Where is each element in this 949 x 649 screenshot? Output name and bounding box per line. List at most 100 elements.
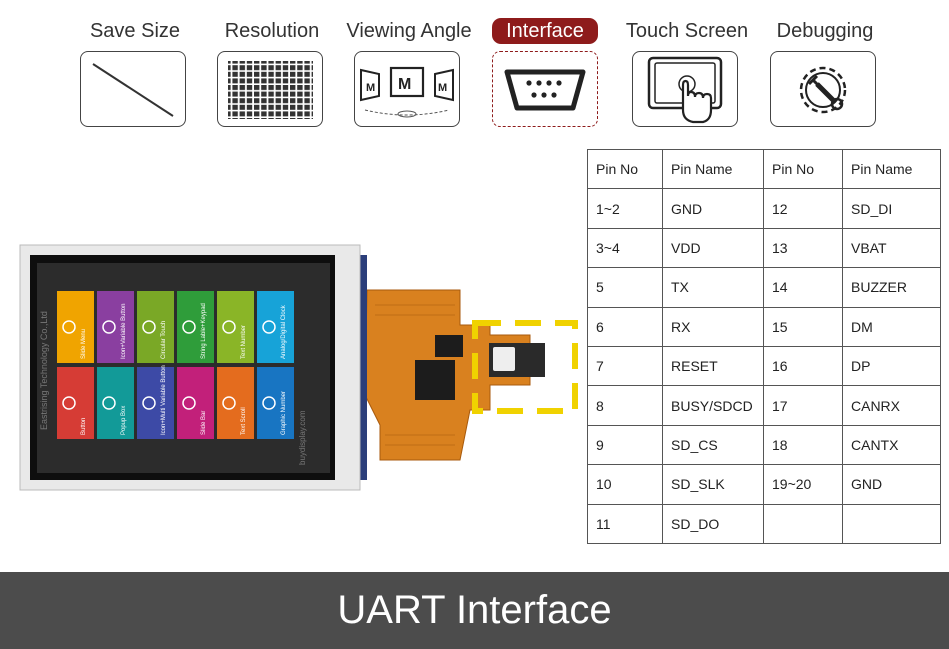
lcd-tile-label: Icon+Variable Button: [121, 304, 127, 359]
table-cell: [763, 503, 843, 544]
url-text: buydisplay.com: [298, 410, 307, 465]
table-cell: VBAT: [842, 227, 941, 269]
svg-text:M: M: [398, 76, 411, 93]
table-cell: RESET: [662, 345, 764, 387]
table-cell: GND: [842, 464, 941, 505]
table-cell: 17: [763, 385, 843, 426]
table-cell: TX: [662, 267, 764, 308]
lcd-tile-icon: [182, 320, 196, 334]
lcd-tile-icon: [262, 320, 276, 334]
feature-icon-box: [217, 51, 323, 127]
table-cell: DM: [842, 306, 941, 347]
footer-title: UART Interface: [0, 572, 949, 649]
lcd-tile-label: Graphic Number: [281, 391, 287, 435]
bezel-text: Eastrising Technology Co.,Ltd: [39, 311, 49, 430]
lcd-tile-icon: [182, 396, 196, 410]
table-header: Pin Name: [662, 148, 764, 190]
table-cell: SD_DO: [662, 503, 764, 544]
table-cell: 18: [763, 424, 843, 466]
lcd-tile-label: Circular Touch: [161, 321, 167, 359]
table-header: Pin Name: [842, 148, 941, 190]
feature-icon-box: [632, 51, 738, 127]
table-cell: 7: [587, 345, 663, 387]
gear-wrench-icon: [799, 66, 847, 114]
lcd-tile-label: Icon+Multi Variable Button: [161, 365, 167, 435]
feature-label: Save Size: [89, 20, 181, 42]
table-cell: RX: [662, 306, 764, 347]
feature-label: Viewing Angle: [346, 20, 472, 42]
table-cell: CANTX: [842, 424, 941, 466]
lcd-tile-label: Slide Menu: [81, 329, 87, 359]
table-cell: 15: [763, 306, 843, 347]
table-cell: 12: [763, 188, 843, 229]
table-header: Pin No: [587, 148, 663, 190]
connector-highlight: [472, 320, 578, 414]
lcd-tile-label: Popup Box: [121, 406, 127, 435]
table-cell: BUZZER: [842, 267, 941, 308]
lcd-module-image: Eastrising Technology Co.,Ltd buydisplay…: [19, 244, 578, 491]
table-cell: 3~4: [587, 227, 663, 269]
feature-label: Debugging: [776, 20, 874, 42]
diagonal-line-icon: [92, 63, 174, 117]
table-cell: CANRX: [842, 385, 941, 426]
table-cell: SD_SLK: [662, 464, 764, 505]
table-cell: 11: [587, 503, 663, 544]
table-cell: GND: [662, 188, 764, 229]
tile-grid: Slide Menu Icon+Variable Button Circular T…: [57, 291, 294, 439]
lcd-tile-icon: [222, 320, 236, 334]
table-cell: 9: [587, 424, 663, 466]
table-cell: 6: [587, 306, 663, 347]
table-cell: SD_CS: [662, 424, 764, 466]
table-cell: 19~20: [763, 464, 843, 505]
table-cell: SD_DI: [842, 188, 941, 229]
table-cell: 1~2: [587, 188, 663, 229]
feature-label: Resolution: [224, 20, 320, 42]
mcu-chip: [415, 360, 455, 400]
table-cell: [842, 503, 941, 544]
table-cell: 13: [763, 227, 843, 269]
table-cell: VDD: [662, 227, 764, 269]
feature-label: Touch Screen: [625, 20, 749, 42]
table-cell: 16: [763, 345, 843, 387]
feature-icon-box: [80, 51, 186, 127]
svg-text:M: M: [366, 82, 375, 94]
lcd-tile-icon: [102, 396, 116, 410]
lcd-tile-label: Text Number: [241, 325, 247, 359]
table-header-row: Pin No Pin Name Pin No Pin Name: [587, 148, 941, 190]
lcd-tile-label: Analog/Digital Clock: [281, 304, 287, 359]
lcd-tile-icon: [222, 396, 236, 410]
lcd-tile-icon: [62, 320, 76, 334]
table-cell: 5: [587, 267, 663, 308]
table-cell: 10: [587, 464, 663, 505]
lcd-tile-icon: [62, 396, 76, 410]
feature-icon-box: [770, 51, 876, 127]
serial-port-icon: [504, 69, 586, 111]
feature-label-active: Interface: [492, 18, 598, 44]
table-cell: BUSY/SDCD: [662, 385, 764, 426]
table-cell: DP: [842, 345, 941, 387]
table-cell: 8: [587, 385, 663, 426]
lcd-tile-label: Text Scroll: [241, 407, 247, 435]
lcd-tile-label: Button: [81, 418, 87, 435]
lcd-tile-icon: [142, 396, 156, 410]
feature-icon-box: [492, 51, 598, 127]
viewing-angle-icon: M M M: [360, 66, 454, 118]
lcd-tile-icon: [262, 396, 276, 410]
table-cell: 14: [763, 267, 843, 308]
touch-icon: [647, 56, 723, 124]
lcd-tile-icon: [142, 320, 156, 334]
lcd-tile-label: String Lable+Keypad: [201, 303, 207, 359]
grid-icon: [228, 61, 313, 119]
feature-icon-box: M M M: [354, 51, 460, 127]
lcd-tile-icon: [102, 320, 116, 334]
svg-text:M: M: [438, 82, 447, 94]
